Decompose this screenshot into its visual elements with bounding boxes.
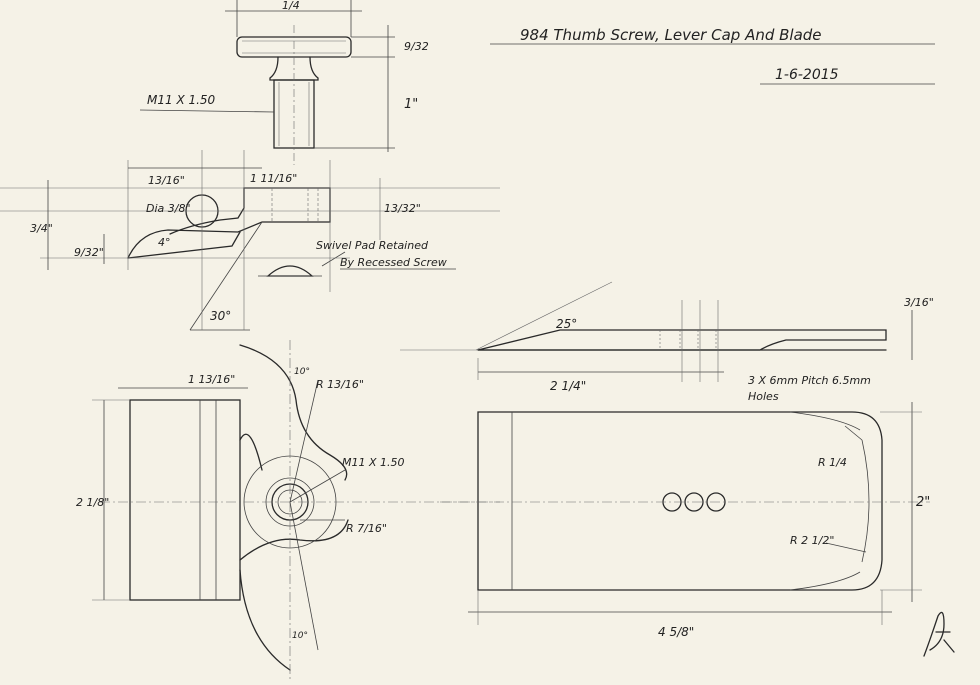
holes-note-line1: 3 X 6mm Pitch 6.5mm xyxy=(748,374,871,387)
dim-top: 1 11/16" xyxy=(250,172,297,185)
leader-line xyxy=(289,469,346,503)
drawing-date: 1-6-2015 xyxy=(775,67,839,83)
holes-note-line2: Holes xyxy=(748,390,779,403)
bevel-angle-line xyxy=(475,281,613,351)
blade-side-view: 25° 3/16" 2 1/4" 3 X 6mm Pitch 6.5mm Hol… xyxy=(400,281,934,403)
blade-corner-curve xyxy=(789,571,861,591)
thread-label: M11 X 1.50 xyxy=(342,456,405,469)
dim-height-right: 13/32" xyxy=(384,202,421,215)
dim-thickness: 3/16" xyxy=(904,296,934,309)
angle-bevel: 25° xyxy=(556,317,577,331)
dim-height-left: 3/4" xyxy=(30,222,53,235)
blade-hole xyxy=(684,492,704,512)
dim-blade-width: 2" xyxy=(916,495,930,510)
angle-bottom: 30° xyxy=(210,309,231,323)
angle-front: 4° xyxy=(158,236,171,249)
lever-cap-lower-wing xyxy=(239,519,349,561)
drawing-title: 984 Thumb Screw, Lever Cap And Blade xyxy=(520,26,822,44)
dim-height: 2 1/8" xyxy=(76,496,109,509)
dim-corner-radius: R 1/4 xyxy=(818,456,847,469)
angle-line xyxy=(289,379,319,503)
lever-cap-top-view: 1 13/16" 2 1/8" R 13/16" R 7/16" 10° 10°… xyxy=(76,340,500,680)
leader-line xyxy=(825,542,867,553)
signature xyxy=(923,611,955,657)
dim-hole: Dia 3/8" xyxy=(146,202,191,215)
blade-profile xyxy=(477,329,887,351)
blade-corner-curve xyxy=(789,411,861,431)
dim-screw-length: 1" xyxy=(404,97,418,112)
dim-hole-offset: 2 1/4" xyxy=(550,379,586,393)
swivel-note-line2: By Recessed Screw xyxy=(340,256,447,269)
swivel-note-line1: Swivel Pad Retained xyxy=(316,239,429,252)
thread-label: M11 X 1.50 xyxy=(147,93,216,107)
dim-head-thickness: 9/32 xyxy=(404,40,429,53)
leader-line xyxy=(321,251,346,267)
wing-arc xyxy=(239,433,263,471)
dim-front: 13/16" xyxy=(148,174,185,187)
swivel-pad xyxy=(266,265,314,277)
dim-radius-1: R 13/16" xyxy=(316,378,364,391)
wing-arc xyxy=(239,569,291,671)
blade-outline xyxy=(477,411,883,591)
dim-tip: 9/32" xyxy=(74,246,104,259)
leader-line xyxy=(139,109,275,113)
dim-edge-radius: R 2 1/2" xyxy=(790,534,834,547)
lever-cap-underside xyxy=(127,231,241,259)
lever-cap-side-view: 13/16" 1 11/16" Dia 3/8" 13/32" 3/4" 9/3… xyxy=(0,150,500,331)
dim-blade-length: 4 5/8" xyxy=(658,625,694,639)
title-block: 984 Thumb Screw, Lever Cap And Blade 1-6… xyxy=(490,26,935,85)
leader-line xyxy=(844,425,863,441)
blade-edge-curve xyxy=(861,439,870,563)
lever-cap-upper-wing xyxy=(239,344,348,481)
angle-line xyxy=(289,501,319,651)
angle-bottom: 10° xyxy=(292,631,308,641)
lever-cap-body xyxy=(129,399,241,601)
blade-top-view: R 1/4 R 2 1/2" 2" 4 5/8" xyxy=(440,402,930,639)
thumb-screw-view: 1/4 9/32 1" M11 X 1.50 xyxy=(139,0,429,165)
signature-mark xyxy=(923,611,955,657)
dim-width: 1 13/16" xyxy=(188,373,235,386)
angle-top: 10° xyxy=(294,367,310,377)
dim-head-width: 1/4 xyxy=(282,0,300,12)
dim-radius-2: R 7/16" xyxy=(346,522,387,535)
